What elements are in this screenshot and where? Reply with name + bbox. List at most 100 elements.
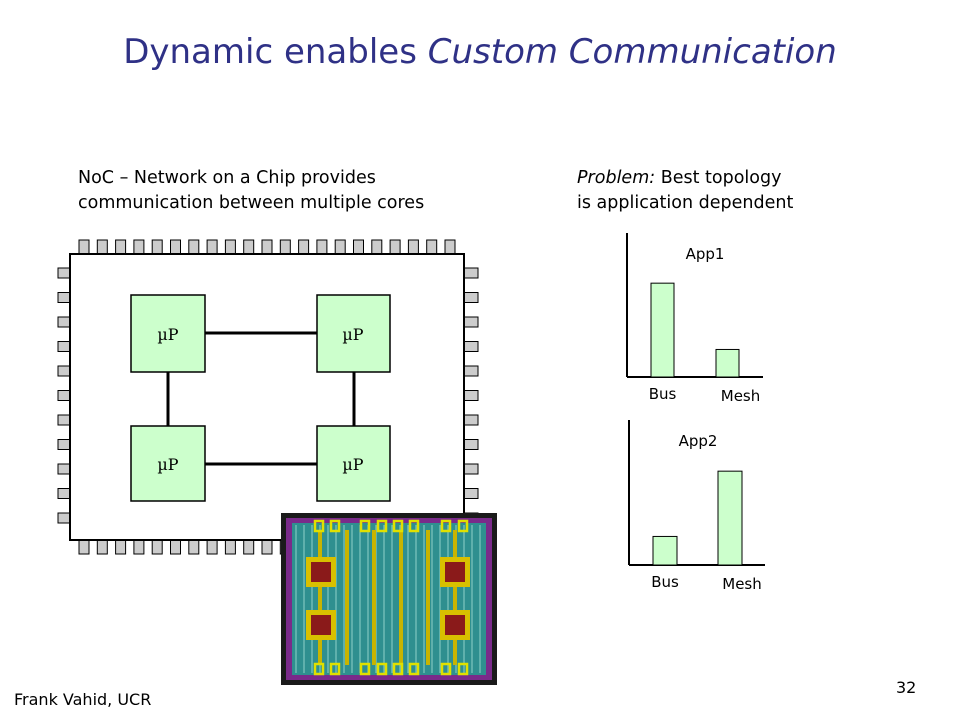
tick-label: Bus (651, 573, 679, 591)
pin (133, 539, 145, 555)
pin (57, 316, 71, 328)
pin (444, 239, 456, 255)
pin (243, 239, 255, 255)
footer-author: Frank Vahid, UCR (14, 690, 152, 709)
bar-bus (652, 535, 678, 566)
slide-title: Dynamic enables Custom Communication (0, 32, 960, 72)
core-top-right: µP (316, 294, 391, 373)
chart-title: App2 (679, 432, 718, 450)
core-label: µP (157, 325, 178, 344)
die-pad (392, 519, 404, 533)
pin (426, 239, 438, 255)
bar-mesh (717, 470, 743, 566)
pin (57, 341, 71, 352)
problem-statement: Problem: Best topology is application de… (577, 166, 793, 216)
core-top-left: µP (130, 294, 206, 373)
core-bottom-right: µP (316, 425, 391, 502)
die-pad (359, 519, 371, 533)
pin (57, 390, 71, 401)
pin (463, 463, 479, 475)
die-rail (372, 530, 376, 665)
pin (463, 488, 479, 499)
core-label: µP (342, 455, 363, 474)
problem-label: Problem: (577, 168, 656, 188)
pin (115, 539, 127, 555)
core-label: µP (342, 325, 363, 344)
bar-mesh (715, 348, 740, 378)
pin (316, 239, 328, 255)
pin (407, 239, 419, 255)
pin (57, 267, 71, 279)
die-pad (457, 662, 469, 676)
pin (188, 239, 200, 255)
pin (261, 239, 273, 255)
pin (78, 539, 90, 555)
pin (334, 239, 346, 255)
die-core-blocks (306, 557, 470, 640)
noc-description: NoC – Network on a Chip provides communi… (78, 166, 424, 216)
pin (188, 539, 200, 555)
noc-line-1: NoC – Network on a Chip provides (78, 168, 376, 188)
die-rail (399, 530, 403, 665)
pin (389, 239, 401, 255)
pin (57, 512, 71, 524)
pin (151, 239, 163, 255)
pin (57, 488, 71, 499)
pin (353, 239, 364, 255)
noc-links (166, 331, 356, 466)
pin (57, 414, 71, 426)
bar-bus (650, 282, 675, 378)
pin (463, 365, 479, 377)
pin (57, 439, 71, 450)
pin (133, 239, 145, 255)
die-pad (392, 662, 404, 676)
die-rail (345, 530, 349, 665)
pin (463, 292, 479, 303)
die-rail (453, 530, 457, 665)
pin (96, 239, 108, 255)
pin (151, 539, 163, 555)
die-pad (376, 662, 388, 676)
die-pad (313, 519, 325, 533)
die-pad (440, 519, 452, 533)
pin (57, 463, 71, 475)
title-plain: Dynamic enables (123, 32, 428, 72)
pin (115, 239, 127, 255)
title-italic: Custom Communication (427, 32, 837, 72)
pin (463, 341, 479, 352)
pin (57, 292, 71, 303)
pin (298, 239, 310, 255)
die-pad (329, 519, 341, 533)
die-pad (440, 662, 452, 676)
pin (261, 539, 273, 555)
problem-line-2: is application dependent (577, 193, 794, 213)
pin (206, 539, 218, 555)
problem-line-1: Best topology (655, 168, 782, 188)
die-pad (457, 519, 469, 533)
pin (243, 539, 255, 555)
pin (57, 365, 71, 377)
tick-label: Mesh (722, 575, 762, 593)
noc-line-2: communication between multiple cores (78, 193, 425, 213)
pin (224, 539, 236, 555)
pin (78, 239, 90, 255)
pin (96, 539, 108, 555)
pin (463, 414, 479, 426)
die-pad (408, 519, 420, 533)
pin (279, 239, 291, 255)
die-rail (426, 530, 430, 665)
pin (371, 239, 383, 255)
pin (224, 239, 236, 255)
die-pad (329, 662, 341, 676)
die-photo (281, 513, 497, 685)
pin (463, 439, 479, 450)
core-label: µP (157, 455, 178, 474)
pin (206, 239, 218, 255)
tick-label: Bus (649, 385, 677, 403)
chip-package (69, 253, 465, 541)
chart-title: App1 (686, 245, 725, 263)
pin (463, 390, 479, 401)
